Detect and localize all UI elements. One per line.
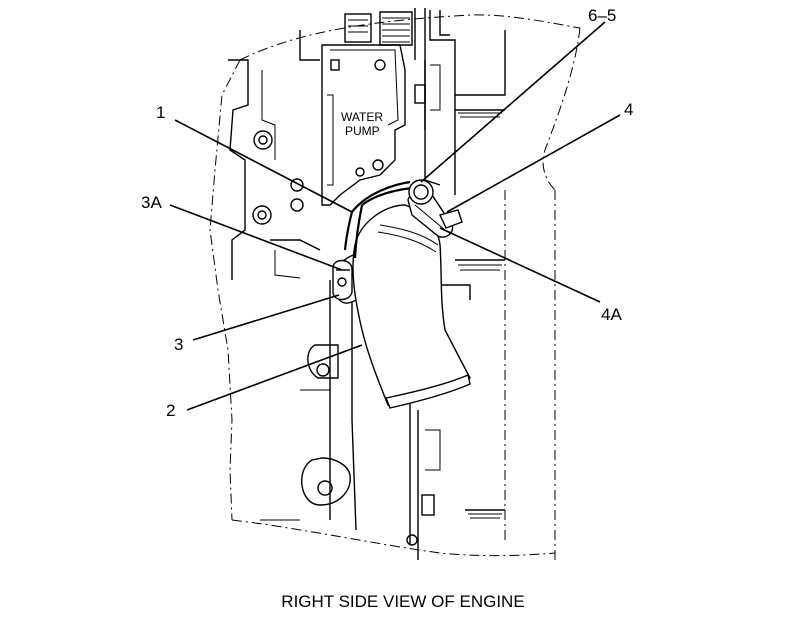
callout-3: 3 — [174, 335, 183, 354]
leader-4 — [446, 114, 621, 213]
leader-lines — [169, 21, 621, 411]
leader-3 — [192, 294, 340, 341]
callout-4a: 4A — [601, 305, 622, 324]
hose — [352, 204, 472, 409]
leader-1 — [174, 119, 353, 213]
leader-4a — [439, 227, 601, 303]
diagram-caption: RIGHT SIDE VIEW OF ENGINE — [281, 592, 524, 611]
elbow-tube — [343, 180, 413, 259]
callout-3a: 3A — [141, 193, 162, 212]
callouts: 1 3A 3 2 6–5 4 4A — [141, 6, 633, 420]
water-pump-label-line1: WATER — [341, 110, 383, 124]
hose-clamp-upper — [407, 179, 463, 238]
water-pump-label-line2: PUMP — [345, 124, 380, 138]
leader-2 — [186, 344, 363, 411]
callout-1: 1 — [156, 103, 165, 122]
water-pump: WATER PUMP — [321, 44, 406, 206]
callout-6-5: 6–5 — [588, 6, 616, 25]
engine-outline — [209, 14, 581, 560]
callout-2: 2 — [166, 401, 175, 420]
leader-3a — [169, 204, 343, 271]
engine-block-left — [228, 30, 357, 531]
callout-4: 4 — [624, 100, 633, 119]
leader-6-5 — [420, 21, 606, 183]
